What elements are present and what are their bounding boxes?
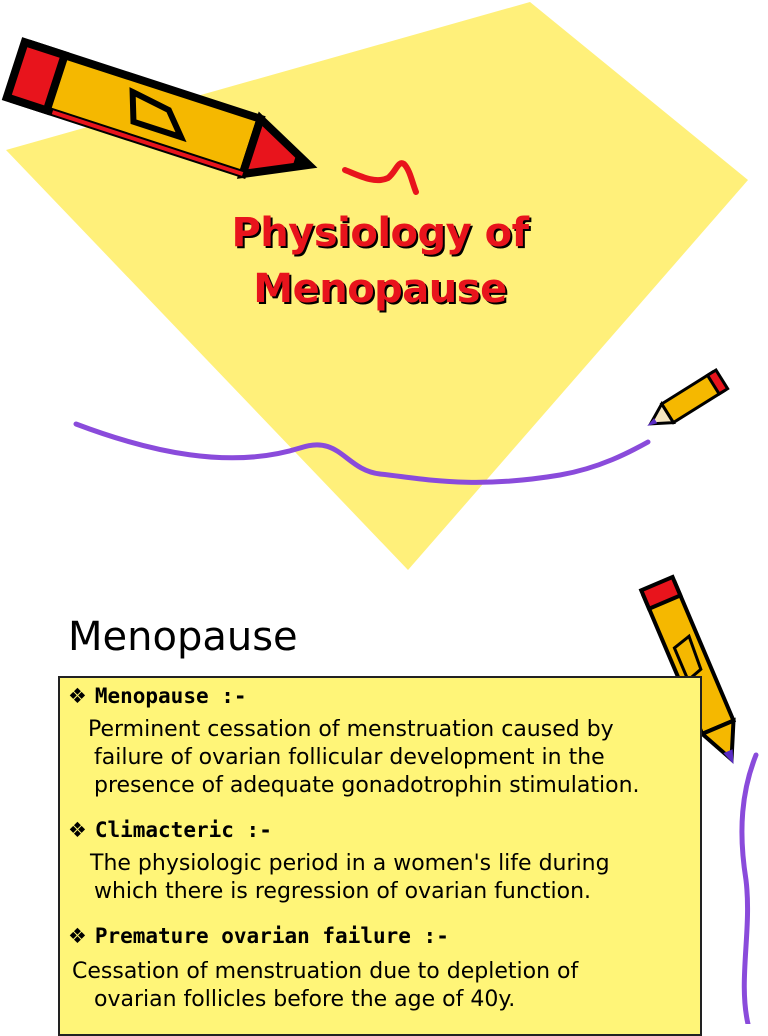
- definition-line: which there is regression of ovarian fun…: [94, 879, 592, 904]
- definition-line: presence of adequate gonadotrophin stimu…: [94, 773, 640, 798]
- pencil-large-icon: [1, 37, 318, 180]
- definition-term-menopause: ❖Menopause :-: [68, 684, 247, 708]
- title-line-2: Menopause: [253, 266, 507, 312]
- definitions-box: ❖Menopause :- Perminent cessation of men…: [58, 676, 702, 1036]
- definition-line: The physiologic period in a women's life…: [90, 851, 610, 876]
- definition-line: Perminent cessation of menstruation caus…: [88, 717, 614, 742]
- definition-line: ovarian follicles before the age of 40y.: [94, 987, 516, 1012]
- title-line-1: Physiology of: [231, 210, 529, 256]
- definition-line: Cessation of menstruation due to depleti…: [72, 959, 579, 984]
- definition-term-climacteric: ❖Climacteric :-: [68, 818, 272, 842]
- diamond-bullet-icon: ❖: [68, 818, 87, 842]
- pencil-small-icon: [647, 367, 730, 426]
- definition-line: failure of ovarian follicular developmen…: [94, 745, 605, 770]
- section-heading: Menopause: [68, 614, 298, 660]
- pencil-slide2-icon: [638, 574, 737, 765]
- red-squiggle: [342, 160, 419, 195]
- purple-side-line: [739, 752, 759, 1024]
- slide-title: Physiology of Menopause: [150, 205, 610, 317]
- definition-term-premature-ovarian-failure: ❖Premature ovarian failure :-: [68, 924, 449, 948]
- purple-wave-line: [73, 421, 651, 485]
- diamond-bullet-icon: ❖: [68, 924, 87, 948]
- diamond-bullet-icon: ❖: [68, 684, 87, 708]
